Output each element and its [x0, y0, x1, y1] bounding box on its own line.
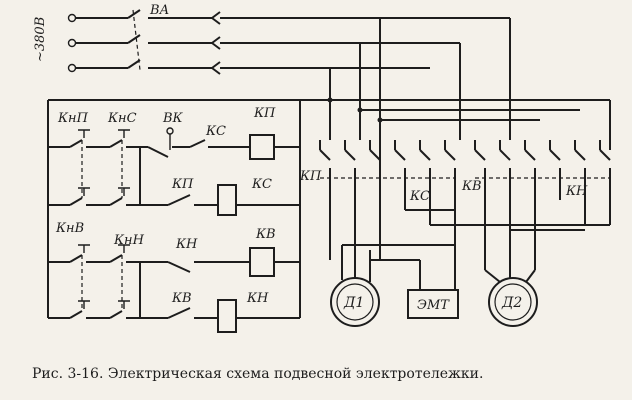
brake-label: ЭМТ	[417, 298, 450, 313]
main-kn-label: КН	[565, 184, 588, 199]
btn-knv-label: КнВ	[55, 221, 84, 236]
breaker-label: ВА	[149, 3, 169, 18]
contact-kv-1-label: КВ	[171, 291, 192, 306]
motor-2-circuit	[484, 215, 538, 327]
supply-phases	[67, 9, 380, 75]
control-row-1	[48, 127, 300, 160]
motor-2	[488, 277, 538, 327]
main-kv-label: КВ	[461, 179, 482, 194]
brake-emt	[407, 289, 459, 319]
voltage-label: ~380В	[33, 17, 48, 62]
control-bus	[47, 99, 301, 318]
motor-2-label: Д2	[501, 295, 522, 311]
main-ks-label: КС	[409, 189, 430, 204]
limit-vk-label: ВК	[162, 111, 184, 126]
btn-knn-label: КнН	[113, 233, 145, 248]
btn-kns-label: КнС	[107, 111, 137, 126]
control-row-4	[48, 255, 300, 333]
control-row-3	[48, 244, 300, 277]
coil-ks	[217, 184, 237, 216]
coil-ks-label: КС	[251, 177, 272, 192]
power-feeders	[300, 17, 611, 260]
control-row-2	[47, 140, 300, 216]
coil-kn	[217, 299, 237, 333]
coil-kp	[249, 134, 275, 160]
btn-knp-label: КнП	[57, 111, 89, 126]
motor-1-label: Д1	[343, 295, 364, 311]
main-kp-label: КП	[299, 169, 322, 184]
motor-1-circuit	[330, 200, 459, 327]
coil-kp-label: КП	[253, 106, 276, 121]
coil-kv-label: КВ	[255, 227, 276, 242]
figure-caption: Рис. 3-16. Электрическая схема подвесной…	[32, 366, 484, 382]
coil-kv	[249, 247, 275, 277]
main-contactors	[319, 140, 611, 270]
coil-kn-label: КН	[246, 291, 269, 306]
contact-kn-1-label: КН	[175, 237, 198, 252]
contact-ks-1-label: КС	[205, 124, 226, 139]
contact-kp-1-label: КП	[171, 177, 194, 192]
